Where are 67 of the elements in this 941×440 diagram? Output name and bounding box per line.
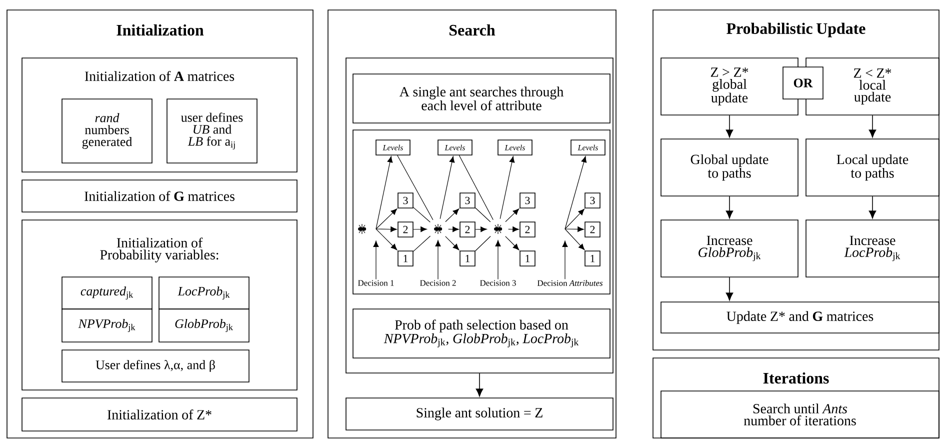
process-box: Initialization of Z* [22, 398, 298, 432]
arrow [445, 208, 460, 222]
frame-box [352, 130, 610, 294]
arrow [376, 156, 393, 230]
arrow [726, 196, 734, 219]
process-box: Single ant solution = Z [346, 398, 614, 430]
arrow [373, 240, 379, 280]
or-box: OR [782, 66, 824, 100]
process-box: NPVProb$_{jk}$ [62, 308, 152, 342]
arrow [868, 196, 876, 219]
process-box: 3 [520, 192, 536, 208]
arrow [500, 156, 515, 220]
ant-icon [434, 224, 442, 234]
process-box: 3 [460, 192, 476, 208]
process-box: 3 [584, 192, 600, 208]
arrow [726, 115, 734, 138]
process-box: user defines UB and LB for a$_{ij}$ [166, 98, 258, 164]
decision-label: Decision 2 [420, 280, 456, 286]
ant-icon [494, 224, 502, 234]
process-box: 2 [398, 222, 414, 238]
arrow [495, 240, 501, 280]
process-box: Increase GlobProb$_{jk}$ [660, 220, 798, 278]
arrow [445, 236, 460, 250]
process-box: Prob of path selection based on NPVProb$_{jk}$, GlobProb$_{jk}$, LocProb$_{jk}$ [352, 308, 610, 358]
arrow [505, 236, 520, 250]
arrow [508, 226, 519, 232]
process-box: Search until Ants number of iterations [660, 390, 940, 438]
process-box: captured$_{jk}$ [62, 276, 152, 310]
process-box: 1 [520, 250, 536, 266]
process-box: 2 [584, 222, 600, 238]
decision-label: Decision Attributes [537, 280, 603, 286]
arrow [475, 226, 487, 232]
process-box: 1 [398, 250, 414, 266]
process-box: 1 [584, 250, 600, 266]
arrow [564, 228, 585, 250]
process-box: A single ant searches through each level of attribute [352, 74, 610, 124]
process-box: rand numbers generated [62, 98, 152, 164]
arrow [376, 208, 398, 230]
process-box: 2 [520, 222, 536, 238]
arrow [376, 226, 397, 232]
arrow [448, 226, 459, 232]
arrow [476, 373, 484, 397]
arrow [435, 240, 441, 280]
decision-label: Decision 1 [358, 280, 394, 286]
process-box: GlobProb$_{jk}$ [158, 308, 250, 342]
process-box: Initialization of G matrices [22, 180, 298, 212]
process-box: Global update to paths [660, 138, 798, 196]
process-box: 2 [460, 222, 476, 238]
decision-label: Decision 3 [480, 280, 516, 286]
arrow [505, 208, 520, 222]
process-box: 3 [398, 192, 414, 208]
arrow [440, 156, 455, 220]
arrow [564, 226, 584, 232]
arrow [376, 228, 398, 250]
arrow [726, 277, 734, 301]
process-box: User defines λ,α, and β [62, 350, 250, 382]
frame-box [346, 58, 614, 374]
arrow [868, 115, 876, 138]
arrow [562, 240, 568, 280]
process-box: Increase LocProb$_{jk}$ [806, 220, 940, 278]
arrow [564, 156, 587, 230]
arrow [564, 208, 584, 230]
process-box: Local update to paths [806, 138, 940, 196]
process-box: Update Z* and G matrices [660, 302, 940, 334]
arrow [413, 226, 427, 232]
process-box: LocProb$_{jk}$ [158, 276, 250, 310]
process-box: 1 [460, 250, 476, 266]
